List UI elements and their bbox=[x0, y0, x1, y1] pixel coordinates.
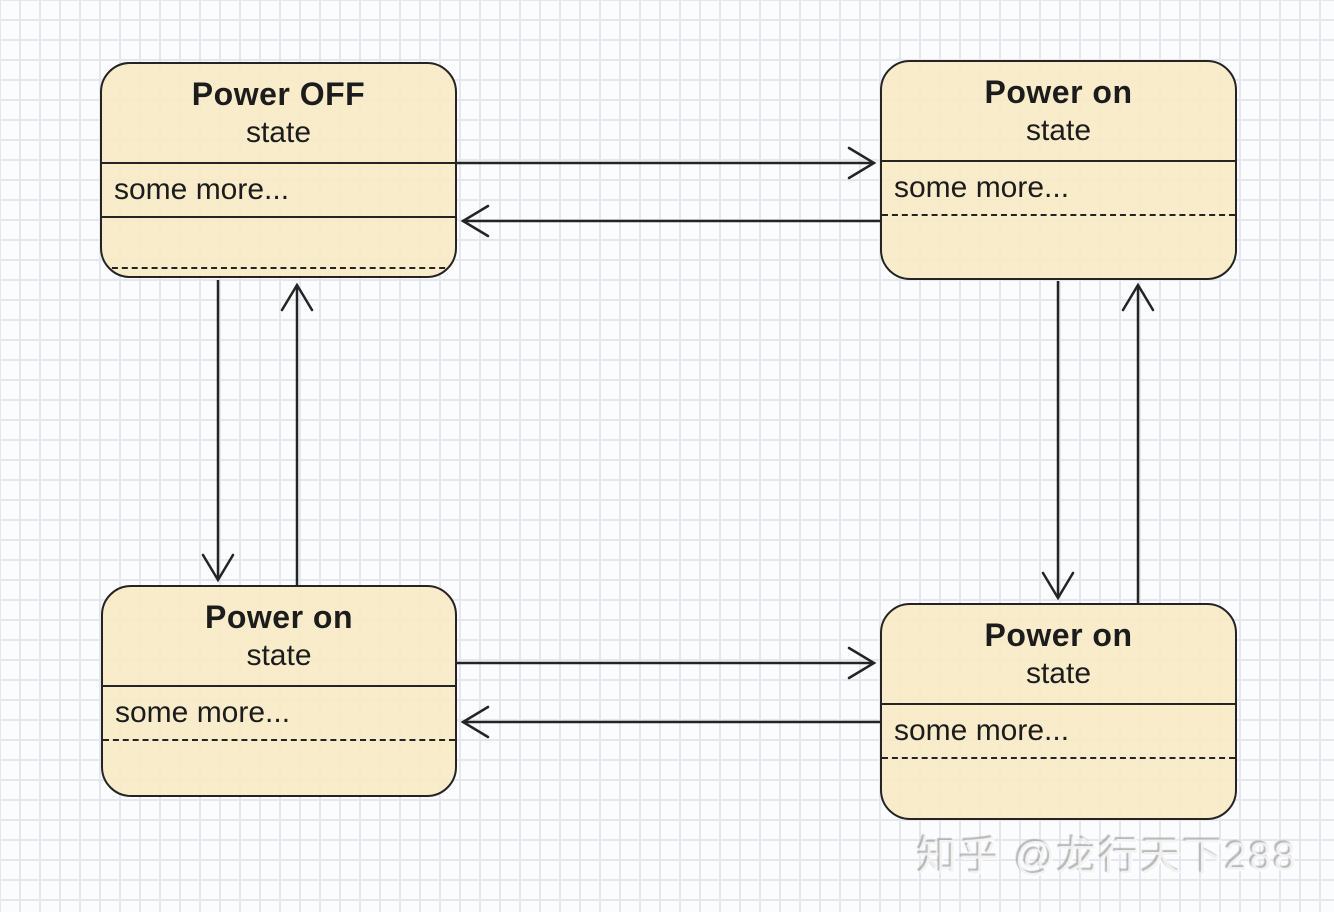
state-node-power-off: Power OFF state some more... bbox=[100, 62, 457, 278]
state-attribute-row: some more... bbox=[103, 687, 455, 741]
state-node-power-on-bottom-left: Power on state some more... bbox=[101, 585, 457, 797]
state-node-power-on-bottom-right: Power on state some more... bbox=[880, 603, 1237, 820]
state-subtitle: state bbox=[246, 639, 312, 673]
state-title: Power on bbox=[204, 599, 353, 636]
state-footer-compartment bbox=[882, 216, 1235, 278]
state-footer-compartment bbox=[882, 759, 1235, 818]
state-title: Power OFF bbox=[191, 76, 366, 113]
state-node-header: Power on state bbox=[882, 62, 1235, 162]
zhihu-watermark: 知乎 @龙行天下288 bbox=[917, 835, 1298, 879]
state-node-header: Power OFF state bbox=[102, 64, 455, 164]
state-title: Power on bbox=[984, 74, 1133, 111]
state-node-header: Power on state bbox=[103, 587, 455, 687]
state-node-power-on-top-right: Power on state some more... bbox=[880, 60, 1237, 280]
state-subtitle: state bbox=[245, 116, 312, 150]
state-attribute-row: some more... bbox=[882, 162, 1235, 216]
state-footer-compartment bbox=[103, 741, 455, 795]
state-subtitle: state bbox=[1025, 114, 1092, 148]
state-node-header: Power on state bbox=[882, 605, 1235, 705]
state-subtitle: state bbox=[1025, 657, 1092, 691]
state-attribute-row: some more... bbox=[882, 705, 1235, 759]
state-attribute-row: some more... bbox=[102, 164, 455, 218]
state-title: Power on bbox=[984, 617, 1133, 654]
state-footer-compartment bbox=[102, 218, 455, 276]
